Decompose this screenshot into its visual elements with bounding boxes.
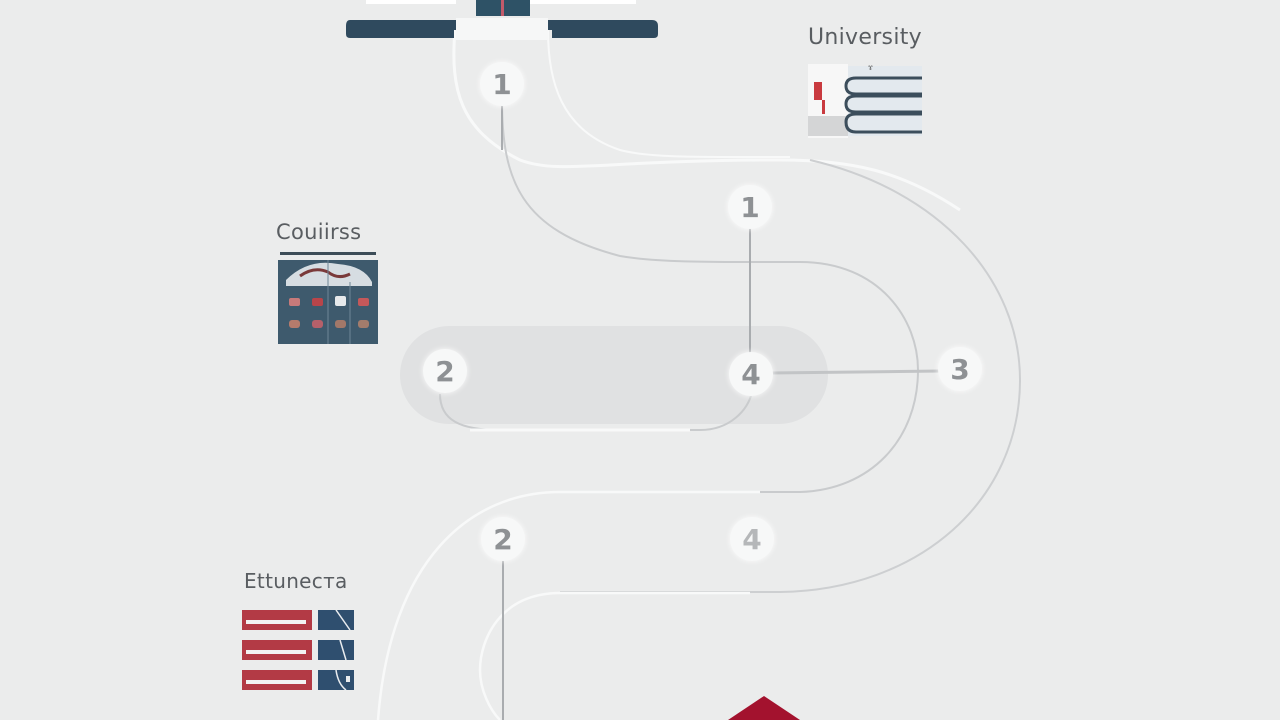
path-grey-outer [560,159,1022,593]
highlight-band [400,326,828,424]
university-label: University [808,25,922,50]
step-node-3: 3 [938,347,982,391]
building-icon [346,0,658,40]
step-node-2-secondary: 2 [481,517,525,561]
svg-text:ɤ: ɤ [868,63,873,72]
courses-label: Couiirss [276,220,362,244]
books-stack-icon: ɤ [808,63,922,138]
step-node-2: 2 [423,349,467,393]
step-node-1-secondary: 1 [728,185,772,229]
electives-list-icon [242,610,354,691]
red-roof-icon [728,696,800,720]
step-node-1: 1 [480,62,524,106]
step-node-4-secondary: 4 [730,517,774,561]
step-node-4: 4 [729,352,773,396]
path-grey-s1 [501,99,920,493]
path-lower-outer [376,490,760,720]
electives-label: Ettuneста [244,569,348,593]
courses-grid-icon [278,252,378,344]
connector-4a-3 [769,369,941,375]
path-inner-top [547,29,791,159]
path-outer-top [452,29,961,212]
path-lower-inner [478,591,750,720]
